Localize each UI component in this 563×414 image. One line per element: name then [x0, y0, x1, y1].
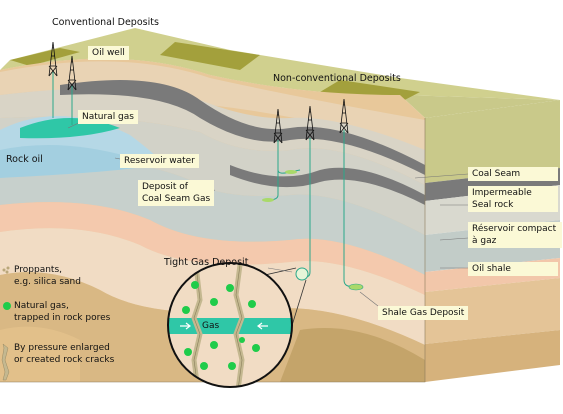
nonconventional-heading: Non-conventional Deposits — [273, 73, 401, 84]
seal-rock-label: Impermeable Seal rock — [468, 186, 558, 212]
conventional-heading: Conventional Deposits — [52, 17, 159, 28]
legend-proppants: Proppants, e.g. silica sand — [14, 265, 81, 287]
natural-gas-label: Natural gas — [78, 110, 138, 124]
rock-crack-icon — [1, 343, 10, 381]
legend-natural-gas: Natural gas, trapped in rock pores — [14, 301, 111, 323]
tight-gas-label: Tight Gas Deposit — [164, 257, 249, 268]
derrick-icons — [48, 41, 349, 144]
coal-seam-label: Coal Seam — [468, 167, 558, 181]
gas-channel-label: Gas — [202, 321, 220, 331]
oil-shale-label: Oil shale — [468, 262, 558, 276]
coal-seam-gas-label: Deposit of Coal Seam Gas — [138, 180, 215, 206]
natural-gas-dot-icon — [3, 302, 11, 310]
oil-well-label: Oil well — [88, 46, 129, 60]
gas-pore-dots — [182, 281, 260, 370]
fracture-spots — [262, 170, 364, 291]
proppant-icon — [2, 266, 10, 274]
magnifier-circle — [167, 262, 293, 388]
flow-arrows — [180, 322, 268, 330]
shale-gas-label: Shale Gas Deposit — [378, 306, 469, 320]
rock-oil-label: Rock oil — [6, 154, 43, 165]
legend-rock-cracks: By pressure enlarged or created rock cra… — [14, 343, 115, 365]
reservoir-compact-label: Réservoir compact à gaz — [468, 222, 562, 248]
reservoir-water-label: Reservoir water — [120, 154, 199, 168]
